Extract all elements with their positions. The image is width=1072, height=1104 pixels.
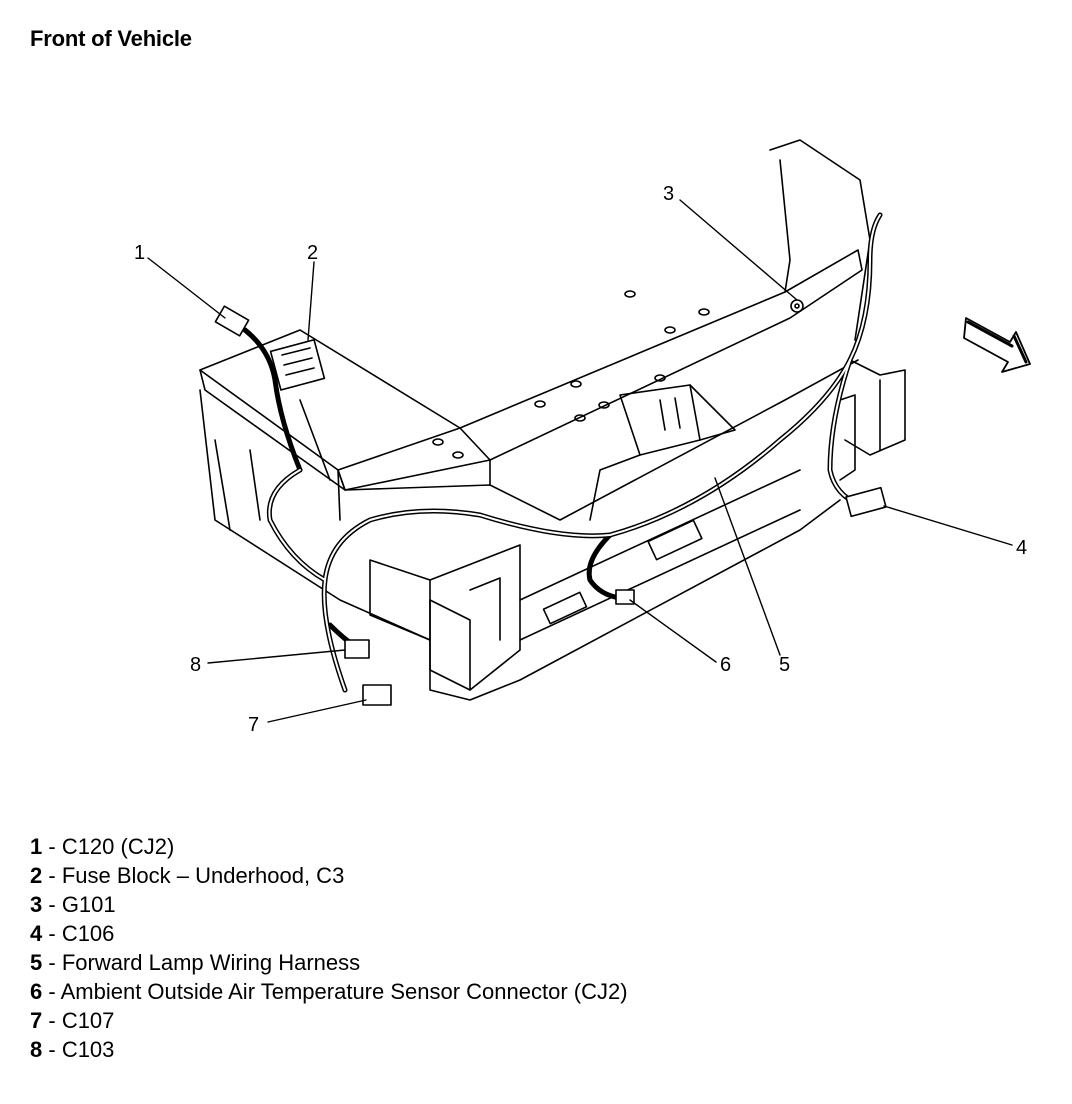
connector-sensor-cj2 bbox=[615, 589, 635, 605]
connector-c107 bbox=[362, 684, 392, 706]
hood-latch bbox=[589, 384, 736, 521]
connector-c103 bbox=[344, 639, 370, 659]
legend-item-8: 8 - C103 bbox=[30, 1037, 115, 1062]
legend-item-2: 2 - Fuse Block – Underhood, C3 bbox=[30, 863, 345, 888]
callout-6: 6 bbox=[720, 654, 731, 676]
connector-c106 bbox=[845, 486, 887, 518]
callout-8: 8 bbox=[190, 654, 201, 676]
callout-5: 5 bbox=[779, 654, 790, 676]
callout-1: 1 bbox=[134, 242, 145, 264]
fuse-block-connector bbox=[269, 338, 326, 391]
page-title: Front of Vehicle bbox=[30, 26, 192, 51]
callout-2: 2 bbox=[307, 242, 318, 264]
callout-3: 3 bbox=[663, 183, 674, 205]
leader-lines bbox=[147, 199, 1013, 723]
legend-item-3: 3 - G101 bbox=[30, 892, 116, 917]
front-direction-arrow-icon bbox=[963, 317, 1031, 373]
harness-inner bbox=[268, 214, 881, 691]
legend-item-7: 7 - C107 bbox=[30, 1008, 115, 1033]
right-fender-structure bbox=[769, 139, 906, 481]
vehicle-front-diagram: 1 2 3 4 5 6 7 8 bbox=[134, 139, 1031, 736]
legend-item-6: 6 - Ambient Outside Air Temperature Sens… bbox=[30, 979, 628, 1004]
callout-7: 7 bbox=[248, 714, 259, 736]
legend-item-5: 5 - Forward Lamp Wiring Harness bbox=[30, 950, 361, 975]
ground-g101 bbox=[790, 299, 804, 313]
legend-item-1: 1 - C120 (CJ2) bbox=[30, 834, 175, 859]
callout-4: 4 bbox=[1016, 537, 1027, 559]
lower-cross-member bbox=[369, 469, 801, 691]
legend-item-4: 4 - C106 bbox=[30, 921, 115, 946]
legend: 1 - C120 (CJ2) 2 - Fuse Block – Underhoo… bbox=[30, 832, 628, 1064]
radiator-support bbox=[199, 249, 863, 701]
